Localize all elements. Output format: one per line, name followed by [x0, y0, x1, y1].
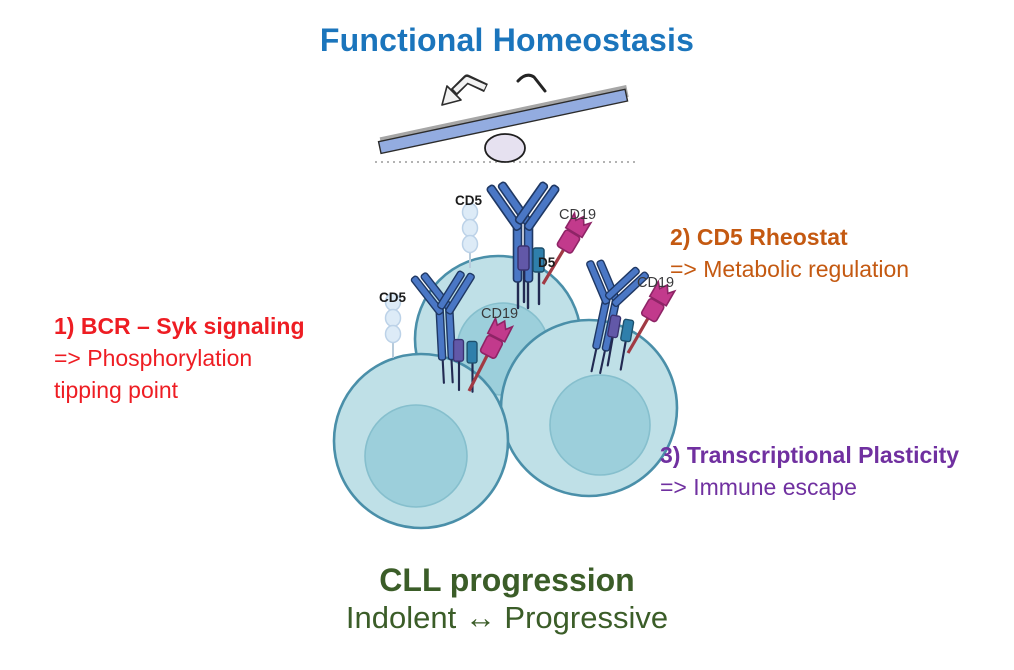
annotation-transcriptional-plasticity-line2: => Immune escape	[660, 474, 857, 501]
cd5-label-partial: D5	[538, 255, 556, 270]
footer-heading: CLL progression	[379, 562, 635, 598]
annotation-cd5-rheostat-line2: => Metabolic regulation	[670, 256, 910, 283]
footer-subheading: Indolent ↔ Progressive	[345, 600, 669, 636]
annotation-bcr-syk-line3: tipping point	[54, 377, 179, 404]
page-title: Functional Homeostasis	[319, 22, 695, 58]
cell-right	[499, 318, 679, 498]
pivot-ball	[484, 133, 526, 163]
annotation-transcriptional-plasticity-heading: 3) Transcriptional Plasticity	[660, 442, 960, 468]
annotation-bcr-syk-line2: => Phosphorylation	[54, 345, 253, 372]
annotation-cd5-rheostat-heading: 2) CD5 Rheostat	[670, 224, 848, 250]
annotation-transcriptional-plasticity: 3) Transcriptional Plasticity => Immune …	[660, 439, 1014, 503]
balance-seesaw	[375, 73, 636, 163]
cd5-label-left: CD5	[379, 290, 407, 305]
plank	[377, 84, 629, 155]
small-hook-arrow-icon	[516, 73, 547, 93]
cd19-label-top: CD19	[559, 207, 597, 223]
annotation-bcr-syk: 1) BCR – Syk signaling => Phosphorylatio…	[54, 310, 374, 407]
annotation-cd5-rheostat: 2) CD5 Rheostat => Metabolic regulation	[670, 221, 1000, 285]
tilt-arrow-icon	[441, 74, 488, 106]
annotation-bcr-syk-heading: 1) BCR – Syk signaling	[54, 313, 305, 339]
cd5-label-top: CD5	[455, 193, 483, 208]
cd19-label-center: CD19	[481, 306, 519, 322]
cell-left	[332, 352, 510, 530]
cd19-label-right: CD19	[637, 275, 675, 291]
footer-caption: CLL progression Indolent ↔ Progressive	[0, 561, 1014, 638]
